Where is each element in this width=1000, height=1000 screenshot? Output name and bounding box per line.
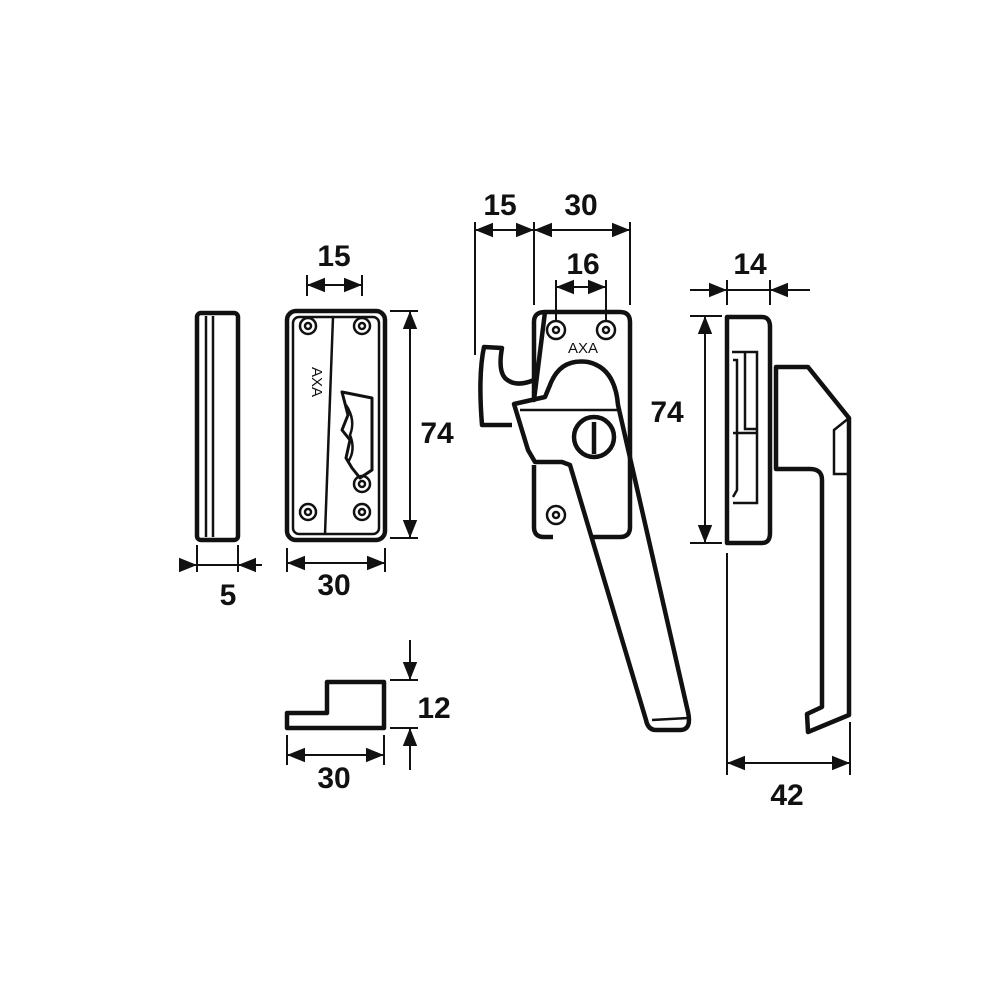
side-total-depth-label: 42 — [770, 779, 803, 812]
keeper-part — [284, 679, 387, 731]
handle-height-label: 74 — [650, 396, 684, 429]
striking-plate: AXA — [284, 308, 388, 543]
handle-front-dimensions: 15 30 16 74 — [474, 189, 684, 429]
striking-plate-dimensions: 15 30 74 — [286, 240, 454, 602]
brand-mark: AXA — [308, 367, 325, 397]
plate-width-label: 30 — [317, 569, 350, 602]
keeper-height-label: 12 — [417, 692, 450, 725]
brand-mark: AXA — [568, 340, 598, 357]
plate-height-label: 74 — [420, 417, 454, 450]
plate-hole-spacing-label: 15 — [317, 240, 350, 273]
strip-width-dimension: 5 — [179, 545, 262, 612]
handle-side-view — [724, 314, 852, 735]
handle-hole-spacing-label: 16 — [566, 248, 599, 281]
strip-width-label: 5 — [220, 579, 237, 612]
strip-part — [194, 310, 241, 543]
side-plate-depth-label: 14 — [733, 248, 767, 281]
keeper-width-label: 30 — [317, 762, 350, 795]
keeper-dimensions: 12 30 — [286, 640, 451, 795]
hook-offset-label: 15 — [483, 189, 516, 222]
handle-front-view: AXA — [478, 309, 692, 733]
handle-plate-width-label: 30 — [564, 189, 597, 222]
handle-side-dimensions: 14 42 — [690, 248, 851, 812]
